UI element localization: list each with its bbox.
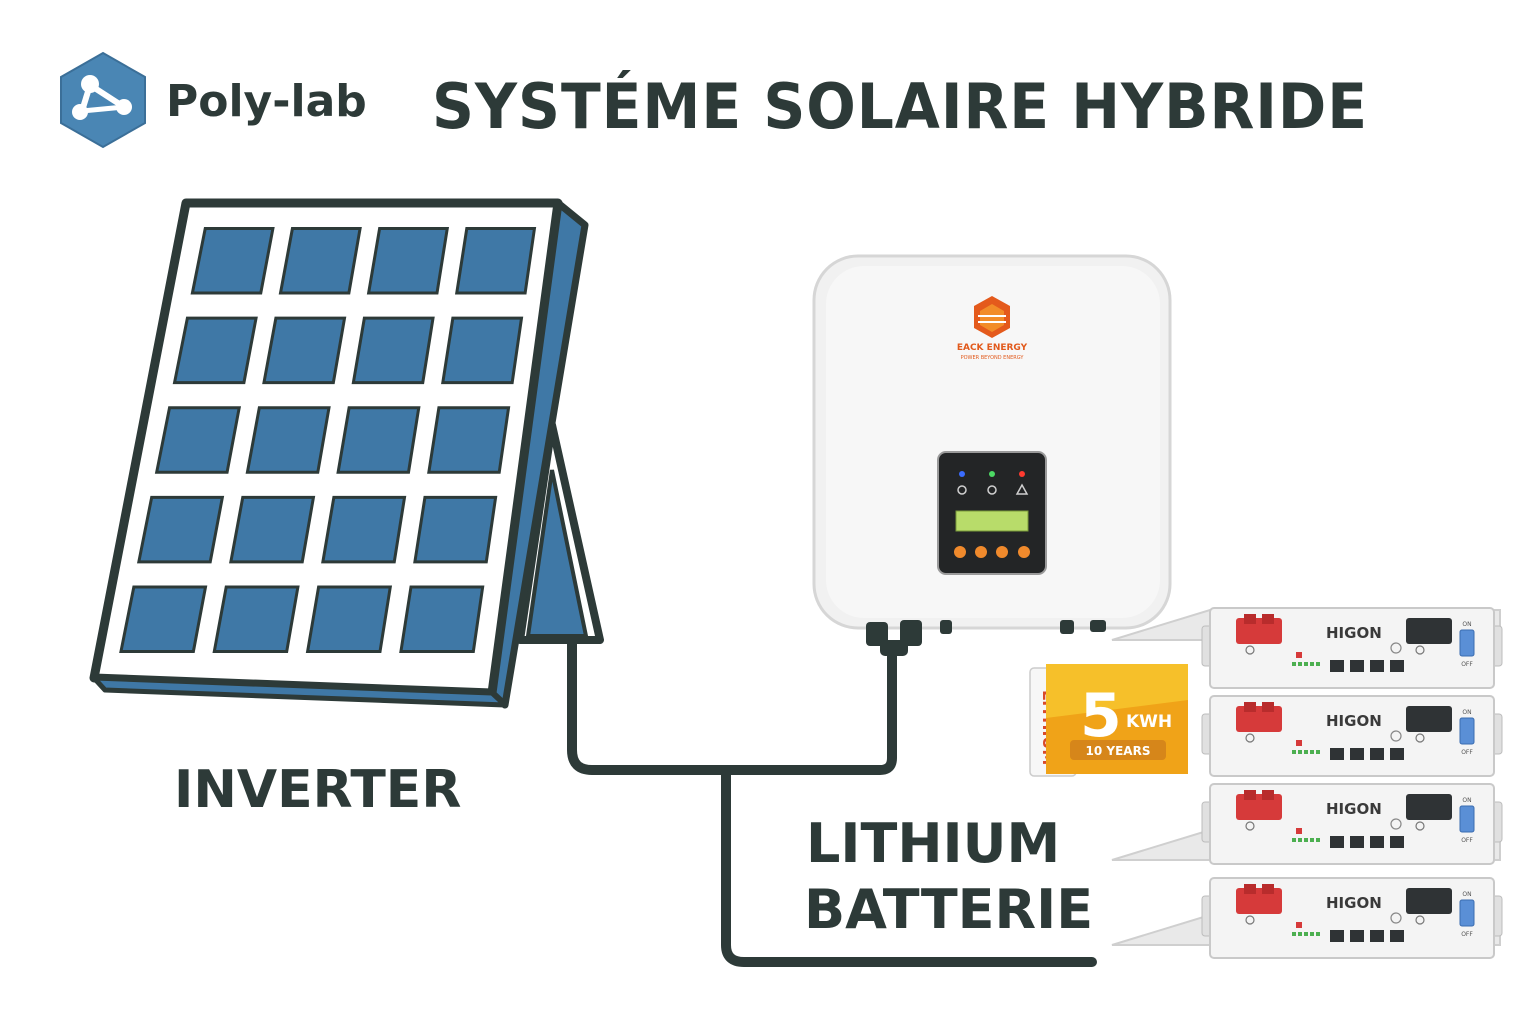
inverter-brand: EACK ENERGY [957,343,1028,353]
inverter-control-panel [937,451,1047,575]
solar-cell [366,227,450,295]
battery-cable [721,765,1097,967]
switch-off-label: OFF [1461,749,1473,756]
battery-module: HIGON ON OFF [1201,783,1503,865]
control-button-4 [1018,546,1030,558]
cables [567,635,1097,967]
solar-cell [413,495,498,564]
panel-cable [567,635,897,775]
solar-cell [136,495,225,564]
status-led-red [1019,471,1025,477]
badge-capacity-unit: KWH [1126,712,1172,732]
eack-energy-logo [974,296,1010,338]
solar-cell [278,227,362,295]
switch-on-label: ON [1462,891,1471,898]
capacity-badge: LITHIUM 5 KWH 10 YEARS [1029,664,1188,777]
solar-cell [212,585,300,653]
solar-cell [305,585,393,653]
battery-module: HIGON ON OFF [1201,877,1503,959]
inverter-tagline: POWER BEYOND ENERGY [961,355,1025,361]
solar-cell [245,406,331,474]
solar-cell [119,585,208,653]
battery-label-line2: BATTERIE [804,878,1094,941]
switch-off-label: OFF [1461,661,1473,668]
switch-off-label: OFF [1461,931,1473,938]
solar-cell [321,495,407,564]
control-button-3 [996,546,1008,558]
panel-label: INVERTER [174,760,462,820]
solar-cell [262,316,347,385]
switch-off-label: OFF [1461,837,1473,844]
battery-module: HIGON ON OFF [1201,695,1503,777]
lcd-screen [955,510,1029,532]
battery-rack: HIGON ON OFF HIGON ON OFF HIGON ON OFF HIGON ON OFF [1111,607,1503,959]
solar-cell [154,406,242,474]
hybrid-inverter: EACK ENERGY POWER BEYOND ENERGY [812,254,1172,656]
battery-brand-label: HIGON [1326,800,1382,818]
solar-cell [441,316,524,385]
control-button-1 [954,546,966,558]
solar-cells [119,227,537,653]
solar-cell [190,227,275,295]
battery-label-line1: LITHIUM [806,812,1061,875]
status-led-green [989,471,995,477]
solar-cell [336,406,421,474]
switch-on-label: ON [1462,709,1471,716]
page-title: SYSTÉME SOLAIRE HYBRIDE [432,70,1369,143]
battery-modules: HIGON ON OFF HIGON ON OFF HIGON ON OFF HIGON ON OFF [1201,607,1503,959]
battery-brand-label: HIGON [1326,624,1382,642]
switch-on-label: ON [1462,621,1471,628]
battery-brand-label: HIGON [1326,894,1382,912]
battery-module: HIGON ON OFF [1201,607,1503,689]
brand-name: Poly-lab [166,76,367,127]
control-button-2 [975,546,987,558]
solar-cell [229,495,316,564]
solar-panel [89,198,604,709]
solar-cell [172,316,258,385]
solar-cell [427,406,511,474]
badge-capacity-value: 5 [1080,681,1122,751]
status-led-blue [959,471,965,477]
battery-brand-label: HIGON [1326,712,1382,730]
solar-cell [454,227,537,295]
solar-cell [399,585,485,653]
poly-lab-logo [60,51,146,149]
badge-warranty: 10 YEARS [1086,744,1151,758]
switch-on-label: ON [1462,797,1471,804]
solar-cell [351,316,435,385]
